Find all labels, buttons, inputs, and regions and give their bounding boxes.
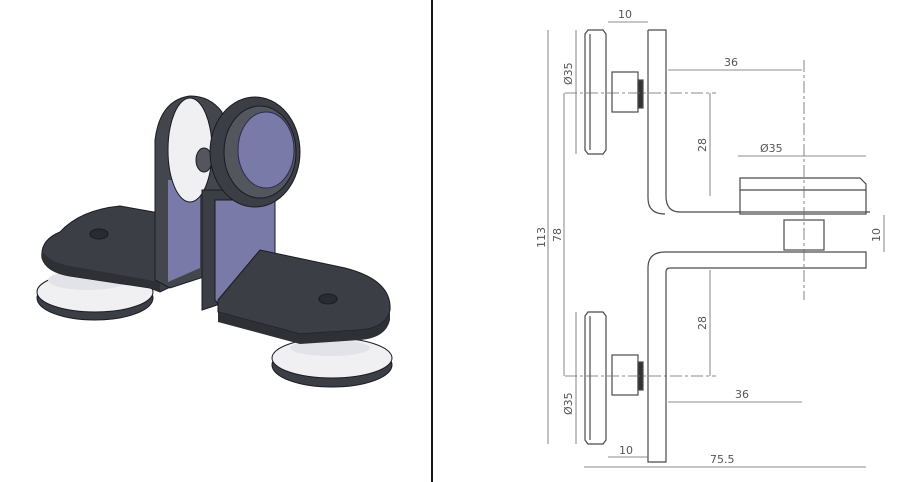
dim-overall-height: 113 (535, 227, 548, 248)
center-disc (739, 177, 867, 215)
lower-right-disc (271, 337, 393, 388)
dim-top-gap: 10 (618, 8, 632, 21)
dim-top-28: 28 (696, 138, 709, 152)
lower-bracket (647, 251, 867, 463)
bottom-disc-outline (584, 311, 607, 445)
dim-disc-span: 78 (551, 228, 564, 242)
dim-bottom-gap: 10 (619, 444, 633, 457)
bracket-3d-render (36, 95, 393, 388)
dim-bottom-36: 36 (735, 388, 749, 401)
dim-bottom-28: 28 (696, 316, 709, 330)
isometric-render-panel (0, 0, 432, 482)
dim-overall-width: 75.5 (710, 453, 735, 466)
dim-bottom-diameter: Ø35 (562, 392, 575, 415)
dim-top-diameter: Ø35 (562, 62, 575, 85)
dim-top-36: 36 (724, 56, 738, 69)
top-disc-outline (584, 29, 607, 155)
orthographic-drawing: 10 36 Ø35 Ø35 28 10 113 78 28 Ø35 36 10 … (535, 8, 885, 468)
dim-center-gap: 10 (870, 228, 883, 242)
upper-bracket (648, 29, 870, 213)
panel-divider (431, 0, 433, 482)
right-base-plate (217, 249, 391, 344)
dimension-drawing-panel: 10 36 Ø35 Ø35 28 10 113 78 28 Ø35 36 10 … (434, 0, 910, 482)
dim-center-diameter: Ø35 (760, 142, 783, 155)
front-disc (209, 96, 301, 208)
